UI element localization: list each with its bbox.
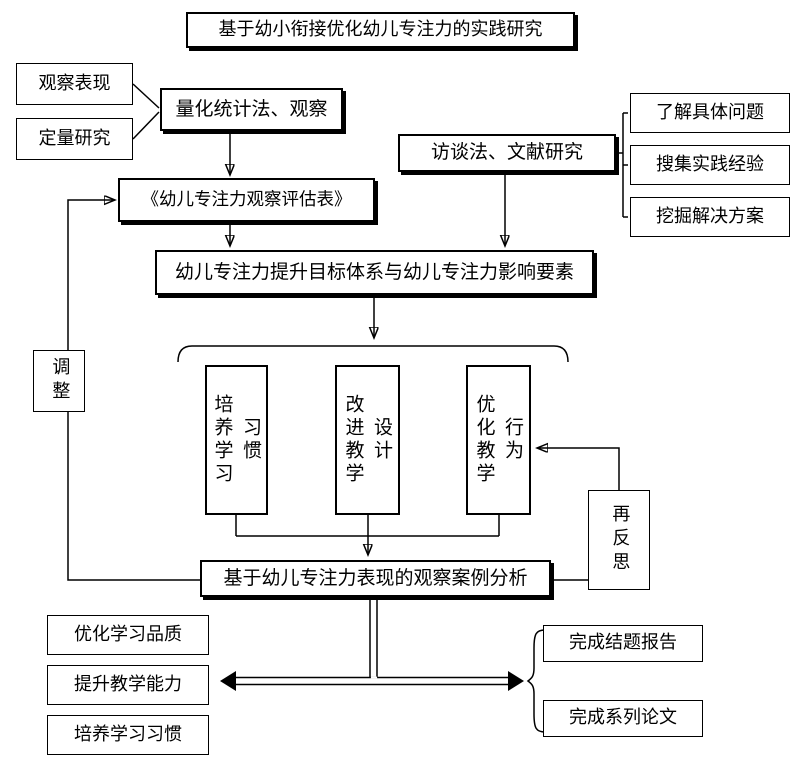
node-label: 改进教学设计 [342, 394, 394, 486]
link-quantresearch-to-quant [132, 111, 160, 140]
node-assessment-scale: 《幼儿专注力观察评估表》 [118, 178, 375, 222]
node-label: 搜集实践经验 [656, 153, 764, 175]
node-label: 再反思 [609, 504, 631, 576]
node-quantitative-research: 定量研究 [16, 118, 133, 160]
node-label: 基于幼儿专注力表现的观察案例分析 [223, 566, 528, 589]
node-label: 优化学习品质 [74, 623, 182, 645]
node-label: 访谈法、文献研究 [430, 141, 583, 164]
node-outcome-learning-habits: 培养学习习惯 [47, 715, 209, 755]
node-collect-experience: 搜集实践经验 [630, 145, 790, 185]
arrowhead-left-outcomes [220, 671, 236, 691]
node-interview-method: 访谈法、文献研究 [398, 134, 616, 172]
node-label: 量化统计法、观察 [175, 97, 328, 120]
node-observed-behavior: 观察表现 [16, 63, 133, 105]
brace-strategies-top [177, 345, 569, 363]
node-strategy-teaching-behavior: 优化教学行为 [466, 365, 531, 515]
node-label: 幼儿专注力提升目标体系与幼儿专注力影响要素 [174, 260, 574, 283]
node-outcome-paper-series: 完成系列论文 [543, 700, 703, 737]
node-title-label: 基于幼小衔接优化幼儿专注力的实践研究 [218, 18, 543, 40]
junction-gap [370, 676, 378, 679]
node-strategy-learning-habits: 培养学习习惯 [205, 365, 268, 515]
node-label: 调整 [49, 357, 71, 405]
double-bar-vertical [369, 600, 378, 678]
node-outcome-final-report: 完成结题报告 [543, 625, 703, 662]
node-label: 定量研究 [38, 127, 111, 149]
brace-research-outcomes [526, 629, 546, 733]
node-label: 提升教学能力 [74, 673, 182, 695]
double-bar-horizontal [234, 676, 510, 686]
node-identify-problems: 了解具体问题 [630, 93, 790, 133]
node-quantitative-method: 量化统计法、观察 [160, 88, 343, 131]
node-outcome-learning-quality: 优化学习品质 [47, 615, 209, 655]
node-adjust: 调整 [33, 350, 85, 412]
collector-strategies [235, 515, 500, 537]
node-outcome-teaching-ability: 提升教学能力 [47, 665, 209, 705]
bracket-interview-outputs [616, 112, 628, 218]
node-label: 观察表现 [38, 72, 111, 94]
node-strategy-teaching-design: 改进教学设计 [335, 365, 400, 515]
node-label: 培养学习习惯 [74, 723, 182, 745]
node-title: 基于幼小衔接优化幼儿专注力的实践研究 [186, 12, 575, 48]
node-label: 完成系列论文 [569, 707, 677, 729]
link-observe-to-quant [132, 83, 160, 109]
node-label: 《幼儿专注力观察评估表》 [141, 189, 352, 210]
arrow-reflect-to-behavior [538, 448, 620, 490]
node-label: 优化教学行为 [473, 394, 525, 486]
node-re-reflect: 再反思 [588, 490, 650, 590]
node-label: 完成结题报告 [569, 632, 677, 654]
arrowhead-right-outcomes [508, 671, 524, 691]
node-label: 了解具体问题 [656, 101, 764, 123]
node-label: 培养学习习惯 [211, 394, 263, 486]
node-case-analysis: 基于幼儿专注力表现的观察案例分析 [200, 560, 551, 597]
node-goal-system: 幼儿专注力提升目标体系与幼儿专注力影响要素 [155, 250, 594, 295]
node-label: 挖掘解决方案 [656, 205, 764, 227]
node-explore-solutions: 挖掘解决方案 [630, 197, 790, 237]
